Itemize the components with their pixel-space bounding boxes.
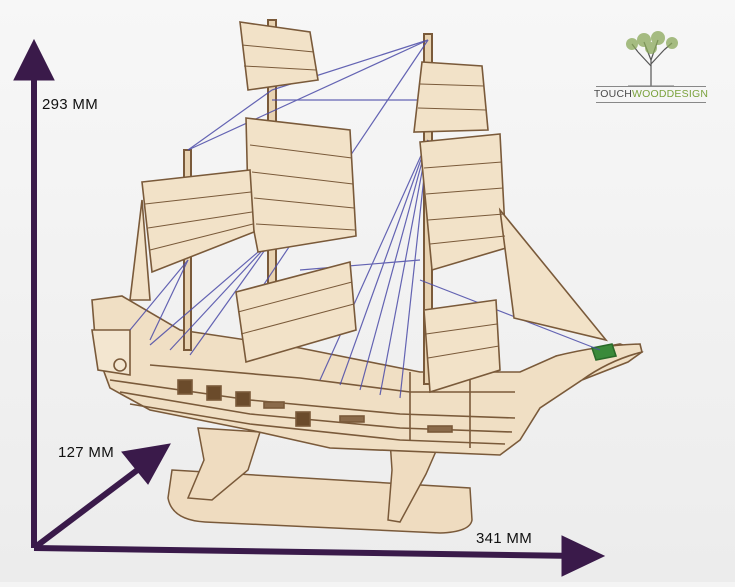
rigging — [129, 39, 601, 399]
brand-logo: TOUCHWOODDESIGN — [592, 30, 710, 108]
sails — [129, 21, 609, 394]
fore-course-sail — [423, 299, 501, 394]
width-dimension-label: 341 MM — [476, 530, 532, 547]
logo-rule-top — [596, 86, 706, 87]
depth-arrowhead — [121, 443, 171, 485]
main-topgallant-sail — [239, 21, 319, 91]
main-course-sail — [235, 260, 357, 364]
height-arrowhead — [13, 38, 55, 81]
display-stand — [167, 427, 473, 534]
dimension-arrows — [13, 38, 606, 577]
height-dimension-label: 293 MM — [42, 96, 98, 113]
fore-top-sail — [419, 133, 507, 272]
brand-name-part1: TOUCH — [593, 88, 633, 100]
main-top-sail — [245, 117, 357, 253]
sail-seams — [144, 44, 506, 359]
ship-hull — [91, 295, 644, 456]
jib-sail — [498, 207, 609, 342]
tree-icon — [626, 31, 678, 87]
brand-name-part2: WOODDESIGN — [632, 88, 709, 100]
brand-name: TOUCHWOODDESIGN — [592, 88, 710, 100]
spanker-sail — [129, 199, 151, 301]
mizzen-sail — [141, 169, 255, 274]
depth-dimension-label: 127 MM — [58, 444, 114, 461]
logo-rule-bottom — [596, 102, 706, 103]
fore-topgallant-sail — [413, 61, 489, 133]
width-arrowhead — [561, 535, 606, 577]
